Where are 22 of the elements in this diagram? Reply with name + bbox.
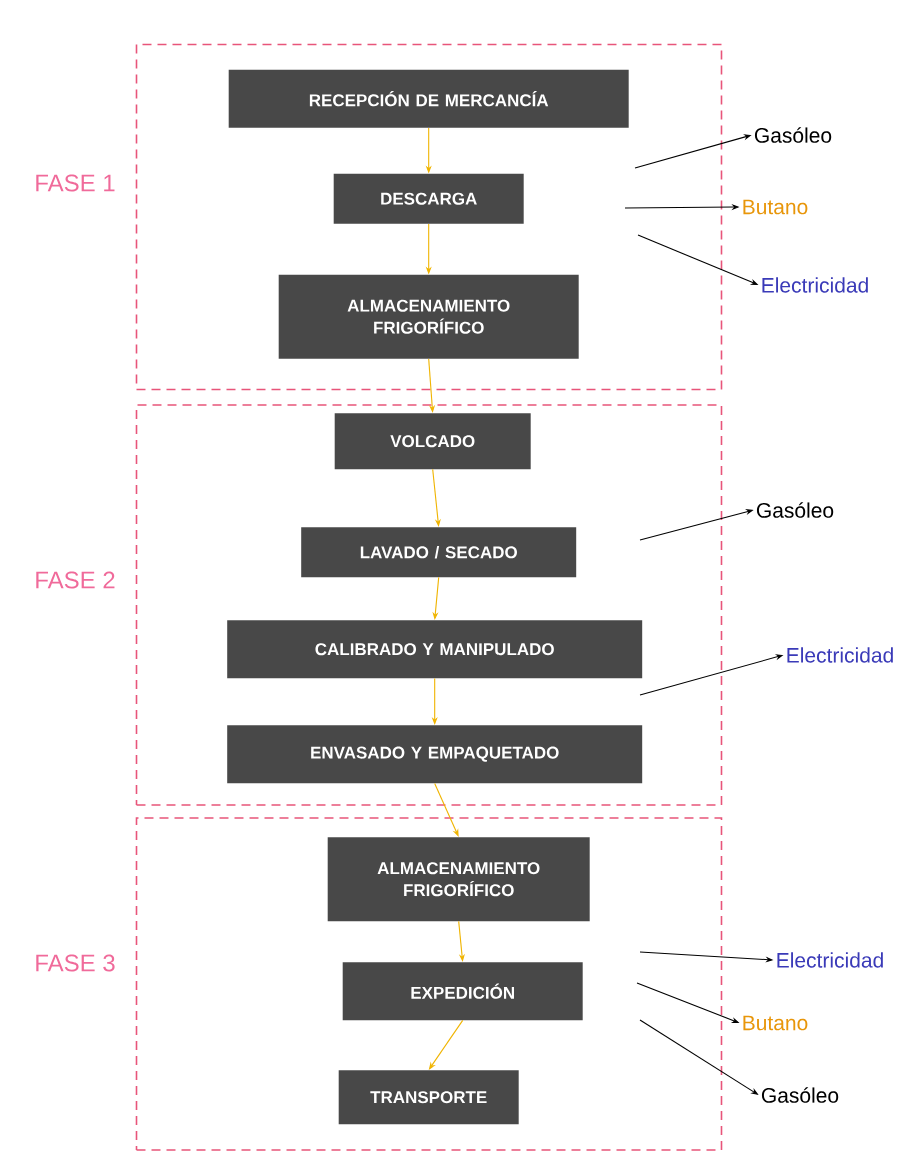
energy-label: Electricidad — [777, 952, 883, 968]
energy-label: Gasóleo — [754, 127, 832, 143]
energy-label: Butano — [743, 199, 808, 215]
process-box: ENVASADO Y EMPAQUETADO — [227, 725, 643, 784]
energy-label: Gasóleo — [761, 1087, 839, 1103]
phase-label: FASE 3 — [36, 954, 115, 972]
process-box: EXPEDICIÓN — [342, 962, 583, 1021]
process-box: DESCARGA — [333, 173, 524, 224]
process-box: ALMACENAMIENTO FRIGORÍFICO — [327, 837, 590, 922]
process-box: VOLCADO — [334, 413, 531, 470]
process-box: ALMACENAMIENTO FRIGORÍFICO — [278, 274, 579, 359]
energy-label: Electricidad — [762, 277, 868, 293]
energy-label: Electricidad — [787, 647, 893, 663]
phase-label: FASE 2 — [36, 571, 115, 589]
process-box: TRANSPORTE — [338, 1070, 519, 1125]
process-box: CALIBRADO Y MANIPULADO — [227, 620, 643, 679]
energy-label: Butano — [743, 1015, 808, 1031]
process-box: RECEPCIÓN DE MERCANCÍA — [228, 69, 629, 128]
process-box: LAVADO / SECADO — [301, 527, 577, 578]
energy-label: Gasóleo — [756, 502, 834, 518]
phase-label: FASE 1 — [36, 174, 115, 192]
arrow — [434, 782, 459, 837]
